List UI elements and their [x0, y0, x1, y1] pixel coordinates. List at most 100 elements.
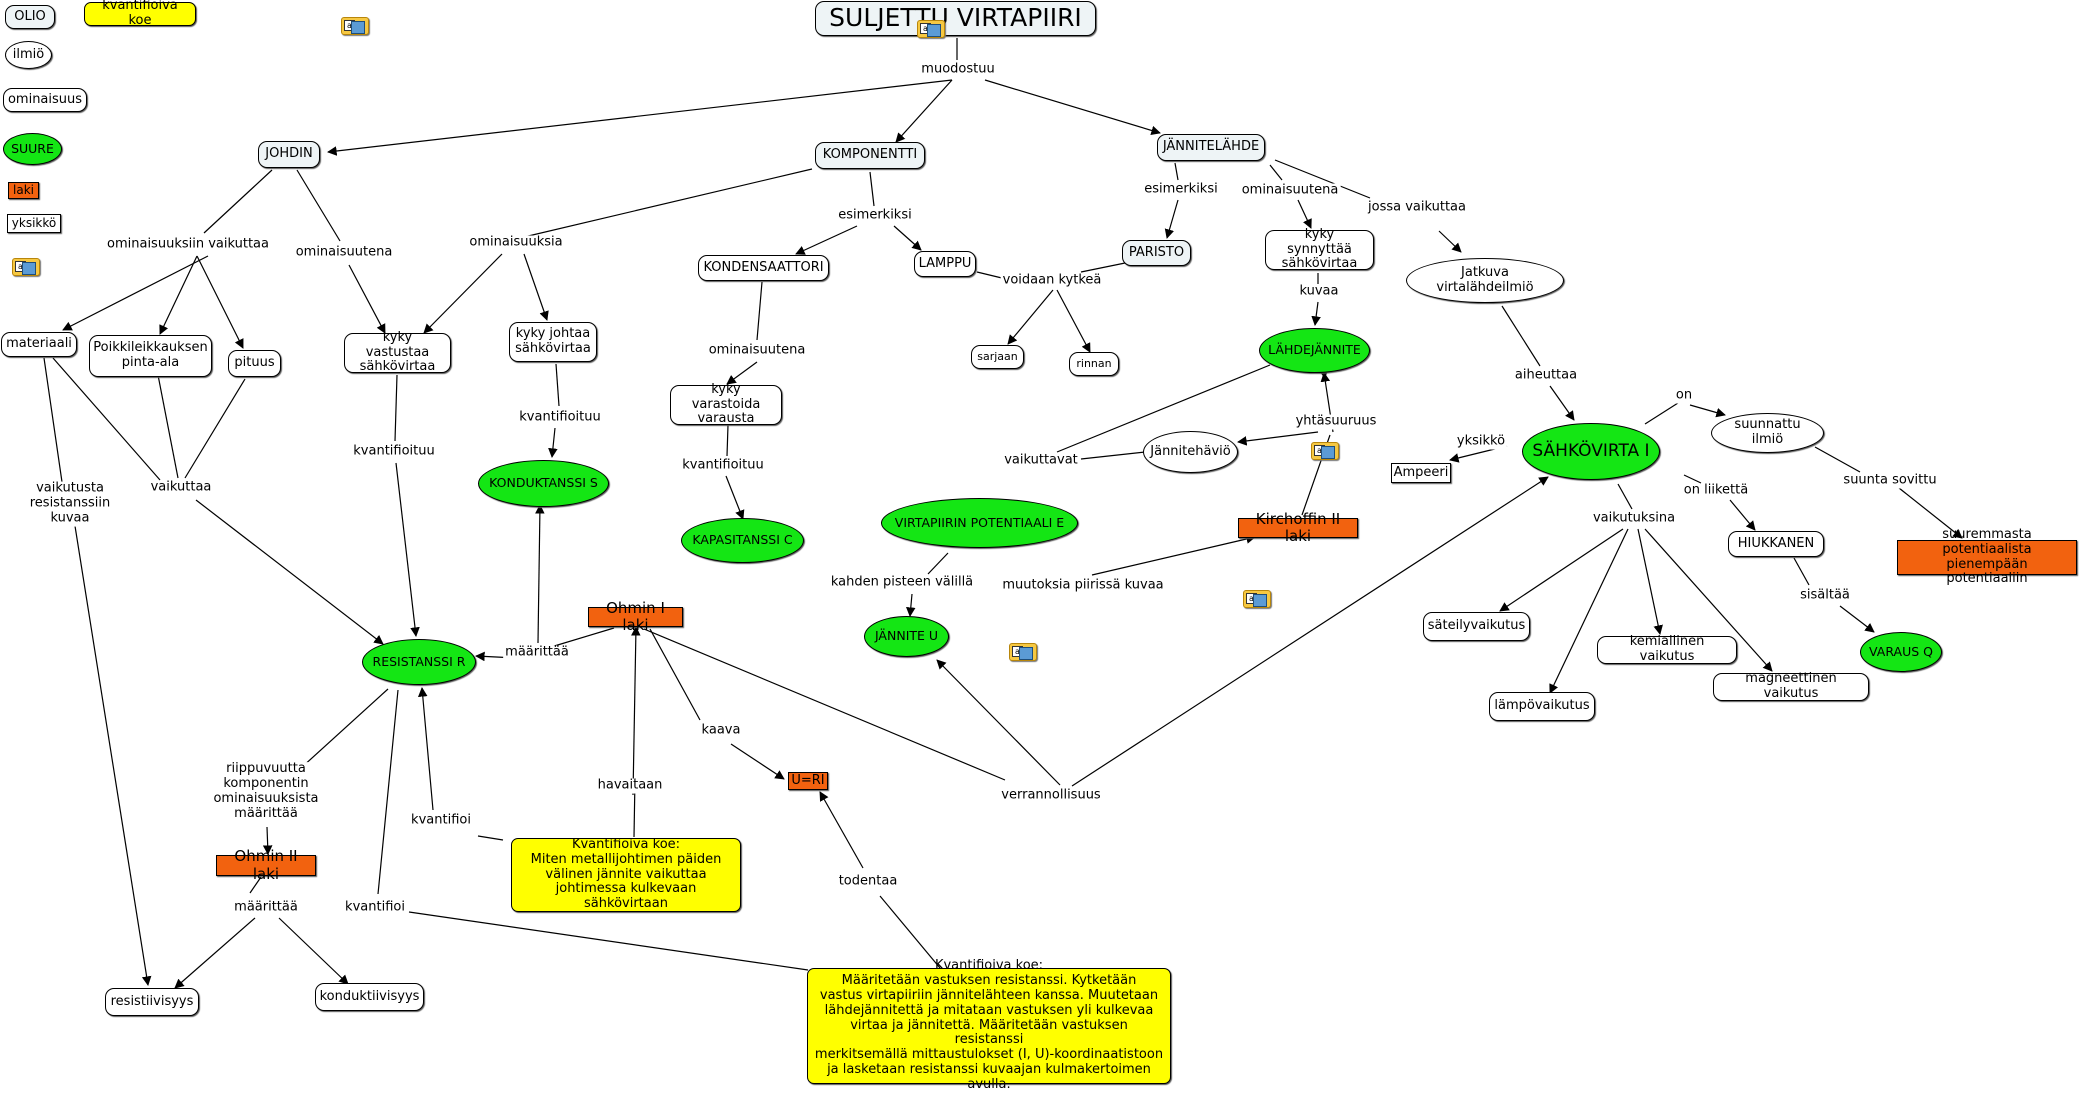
concept-sahkovirta: SÄHKÖVIRTA I [1522, 423, 1660, 480]
arrow-link [1056, 289, 1091, 353]
concept-lahdejannite: LÄHDEJÄNNITE [1259, 328, 1370, 373]
phrase-kvantifioituu-vastustaa: kvantifioituu [351, 443, 437, 460]
link-line [1174, 162, 1179, 181]
link-line [869, 171, 875, 207]
link-line [1617, 483, 1633, 510]
concept-virtapiirin-potentiaali: VIRTAPIIRIN POTENTIAALI E [881, 498, 1078, 548]
arrow-link [1237, 431, 1319, 446]
phrase-kvantifioituu-johtaa: kvantifioituu [517, 409, 603, 426]
link-line [377, 689, 399, 895]
arrow-link [196, 255, 244, 349]
arrow-link [1071, 476, 1549, 787]
arrow-link [1689, 404, 1726, 418]
phrase-kahden-pisteen-valilla: kahden pisteen välillä [828, 574, 976, 591]
concept-koe-resistanssi: Kvantifioiva koe: Määritetään vastuksen … [807, 958, 1171, 1092]
concept-suunnattu-ilmio: suunnattu ilmiö [1711, 413, 1824, 453]
arrow-link [906, 593, 916, 617]
concept-jannite: JÄNNITE U [864, 616, 949, 657]
concept-johdin: JOHDIN [258, 141, 320, 168]
arrow-link [819, 791, 864, 869]
link-line [1644, 402, 1679, 425]
link-line [555, 363, 560, 407]
link-line [1274, 159, 1371, 199]
arrow-link [159, 255, 198, 335]
phrase-riippuvuutta: riippuvuutta komponentin ominaisuuksista… [211, 761, 321, 822]
phrase-vaikutuksina: vaikutuksina [1590, 510, 1678, 527]
link-line [927, 552, 949, 575]
arrow-link [1549, 528, 1629, 694]
arrow-link [395, 462, 420, 637]
concept-paristo: PARISTO [1122, 240, 1191, 266]
arrow-link [195, 499, 384, 645]
link-line [1056, 364, 1271, 453]
arrow-link [1007, 289, 1054, 345]
concept-sarjaan: sarjaan [971, 345, 1024, 369]
link-line [879, 895, 941, 969]
arrow-link [1644, 528, 1773, 672]
concept-u-ri: U=RI [788, 772, 828, 790]
phrase-esimerkiksi-jannitelahde: esimerkiksi [1142, 181, 1220, 198]
arrow-link [278, 917, 349, 985]
phrase-suunta-sovittu: suunta sovittu [1841, 472, 1939, 489]
concept-kyky-varastoida: kyky varastoida varausta [670, 382, 782, 426]
resource-icon[interactable]: a [12, 258, 40, 276]
link-line [296, 169, 341, 242]
concept-rinnan: rinnan [1069, 352, 1119, 376]
concept-koe-ohmin-i: Kvantifioiva koe: Miten metallijohtimen … [511, 837, 741, 912]
phrase-muutoksia-piirissa: muutoksia piirissä kuvaa [1000, 577, 1166, 594]
resource-icon[interactable]: a [341, 17, 369, 35]
phrase-maarittaa-ohmin-ii: määrittää [232, 899, 300, 916]
link-line [43, 357, 63, 483]
concept-kapasitanssi: KAPASITANSSI C [681, 518, 804, 563]
arrow-link [327, 79, 953, 156]
phrase-kaava: kaava [699, 722, 743, 739]
link-line [726, 424, 729, 457]
link-line [1683, 474, 1702, 484]
link-line [184, 378, 246, 479]
resource-icon[interactable]: a [917, 20, 945, 38]
legend-suure: SUURE [3, 133, 62, 165]
phrase-vaikuttaa: vaikuttaa [148, 479, 214, 496]
arrow-link [535, 504, 545, 644]
phrase-on-liiketta: on liikettä [1681, 482, 1751, 499]
phrase-ominaisuutena-jannitelahde: ominaisuutena [1239, 182, 1341, 199]
link-line [1501, 305, 1541, 367]
concept-varaus: VARAUS Q [1860, 632, 1942, 672]
phrase-ominaisuutena-johdin: ominaisuutena [293, 244, 395, 261]
phrase-yhtasuuruus: yhtäsuuruus [1293, 413, 1379, 430]
concept-ohmin-i-laki: Ohmin I laki [588, 599, 683, 634]
title-suljettu-virtapiiri: SULJETTU VIRTAPIIRI [815, 1, 1096, 36]
concept-hiukkanen: HIUKKANEN [1728, 531, 1824, 557]
resource-icon[interactable]: a [1243, 590, 1271, 608]
link-line [1793, 557, 1810, 586]
concept-ohmin-ii-laki: Ohmin II laki [216, 848, 316, 882]
phrase-kvantifioi-koe1: kvantifioi [409, 812, 473, 829]
arrow-link [348, 264, 386, 334]
concept-jannitehavio: Jännitehäviö [1143, 431, 1238, 473]
phrase-yksikko: yksikkö [1454, 433, 1508, 450]
arrow-link [1729, 499, 1756, 531]
resource-icon[interactable]: a [1311, 442, 1339, 460]
phrase-ominaisuuksiin-vaikuttaa: ominaisuuksiin vaikuttaa [105, 236, 271, 253]
phrase-vaikutusta-resistanssiin: vaikutusta resistanssiin kuvaa [27, 480, 113, 527]
arrow-link [62, 255, 209, 331]
phrase-kuvaa: kuvaa [1297, 283, 1341, 300]
concept-kyky-synnyttaa: kyky synnyttää sähkövirtaa [1265, 227, 1374, 271]
resource-icon[interactable]: a [1009, 643, 1037, 661]
concept-kyky-vastustaa: kyky vastustaa sähkövirtaa [344, 330, 451, 374]
arrow-link [1839, 605, 1875, 633]
phrase-on: on [1673, 387, 1695, 404]
link-line [249, 876, 262, 894]
phrase-havaitaan: havaitaan [595, 777, 665, 794]
arrow-link [262, 826, 273, 855]
legend-yksikko: yksikkö [7, 214, 61, 233]
phrase-kvantifioi-koe2: kvantifioi [343, 899, 407, 916]
concept-resistiivisyys: resistiivisyys [105, 988, 199, 1016]
arrow-link [893, 225, 922, 251]
arrow-link [1549, 385, 1575, 421]
arrow-link [730, 743, 785, 780]
link-line [523, 168, 813, 238]
concept-kyky-johtaa: kyky johtaa sähkövirtaa [509, 322, 597, 362]
